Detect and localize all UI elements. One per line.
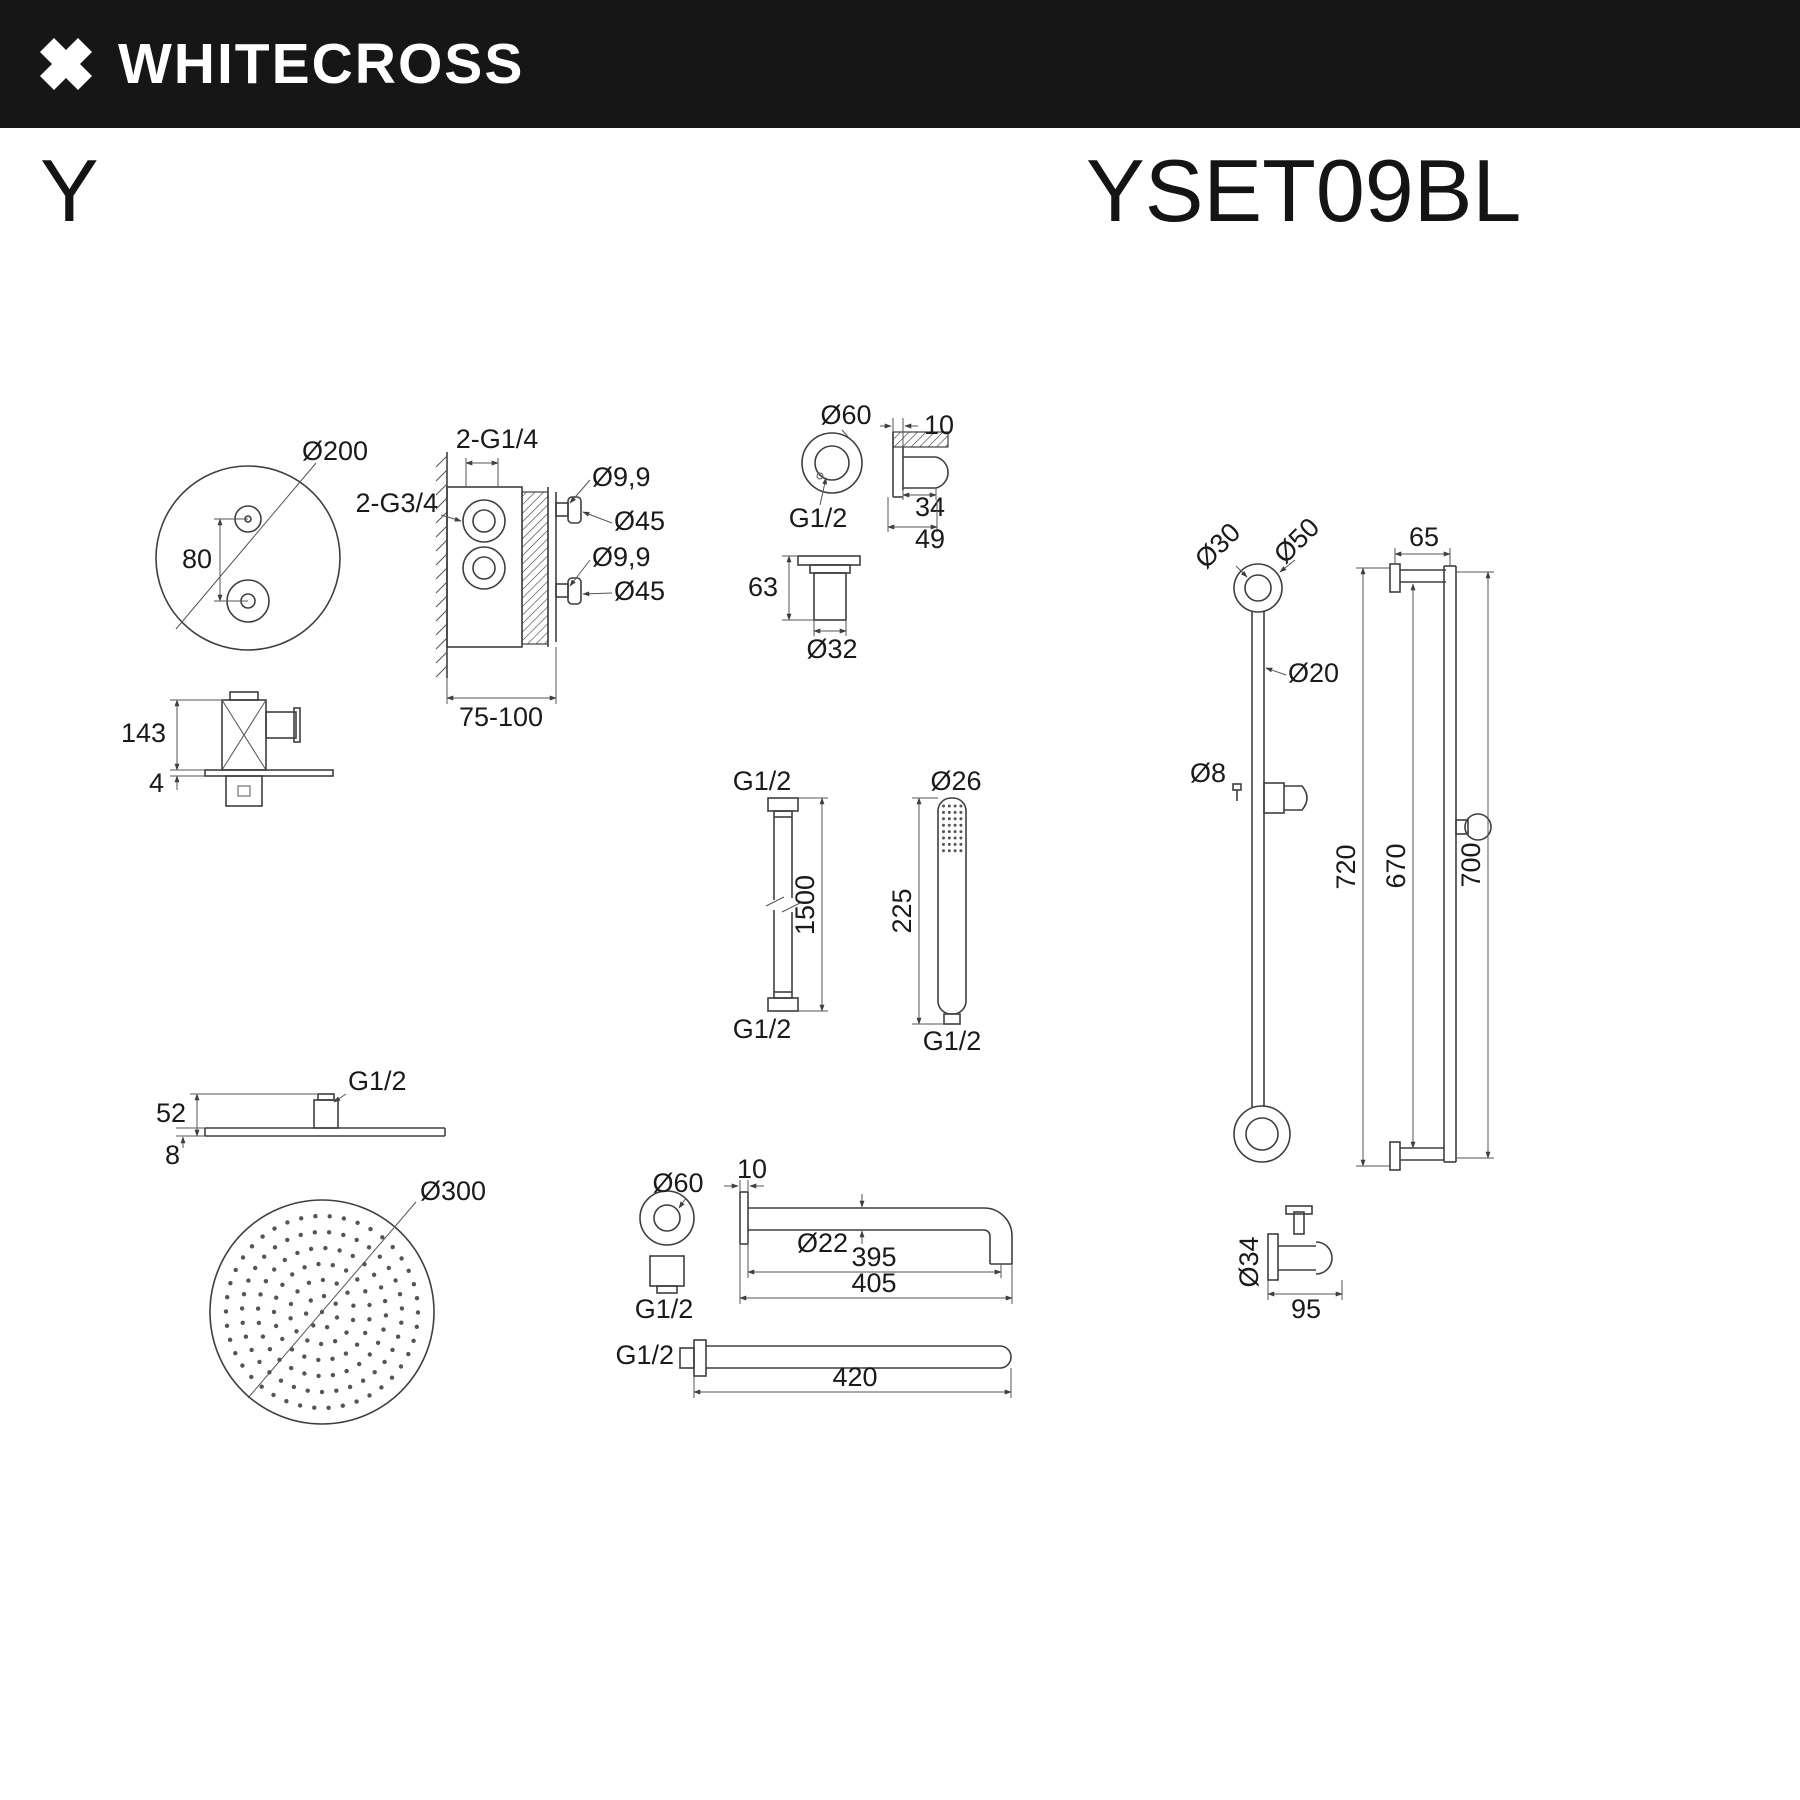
- drawing-hose: G1/2 G1/2 1500: [733, 766, 828, 1044]
- drawing-arm: Ø60 G1/2 10 Ø22 395: [635, 1154, 1013, 1324]
- handshower-spray-dots: [942, 804, 963, 853]
- drawing-outlet-elbow: Ø60 G1/2 10 34 49: [748, 400, 954, 664]
- dim-bar-front-d20: Ø20: [1288, 658, 1339, 688]
- drawing-slidebar-front: Ø30 Ø50 Ø20 Ø8: [1189, 512, 1339, 1163]
- dim-head-front-dia: Ø300: [420, 1176, 486, 1206]
- dim-valve-rough-top: 2-G1/4: [456, 424, 539, 454]
- dim-elbow-wall: 10: [924, 410, 954, 440]
- dim-elbow-pipe: Ø32: [806, 634, 857, 664]
- dim-valve-rough-left: 2-G3/4: [355, 488, 438, 518]
- dim-hand-thread: G1/2: [923, 1026, 982, 1056]
- dim-elbow-w49: 49: [915, 524, 945, 554]
- dim-hose-top: G1/2: [733, 766, 792, 796]
- dim-bar-side-h670: 670: [1381, 843, 1411, 888]
- brand-name: WHITECROSS: [118, 32, 525, 96]
- dim-valve-rough-depth: 75-100: [459, 702, 543, 732]
- dim-arm-pipe: Ø22: [797, 1228, 848, 1258]
- drawing-bracket: Ø34 95: [1234, 1205, 1343, 1324]
- dim-arm2-thread: G1/2: [615, 1340, 674, 1370]
- product-model: YSET09BL: [1086, 141, 1522, 240]
- dim-bar-side-h700: 700: [1456, 842, 1486, 887]
- dim-head-side-thread: G1/2: [348, 1066, 407, 1096]
- dim-arm-thread: G1/2: [635, 1294, 694, 1324]
- header-bar: WHITECROSS: [0, 0, 1800, 128]
- dim-bracket-w95: 95: [1291, 1294, 1321, 1324]
- drawing-head-front: Ø300: [209, 1176, 486, 1425]
- dim-arm-l395: 395: [851, 1242, 896, 1272]
- dim-bar-side-w65: 65: [1409, 522, 1439, 552]
- dim-bar-side-h720: 720: [1331, 844, 1361, 889]
- dim-elbow-h63: 63: [748, 572, 778, 602]
- drawing-valve-trim: 143 4: [121, 691, 334, 807]
- dim-valve-front-spacing: 80: [182, 544, 212, 574]
- dim-arm2-len: 420: [832, 1362, 877, 1392]
- dim-hand-len: 225: [887, 888, 917, 933]
- dim-valve-rough-stem2: Ø9,9: [592, 542, 651, 572]
- dim-bar-front-d8: Ø8: [1190, 758, 1226, 788]
- dim-valve-rough-stem1: Ø9,9: [592, 462, 651, 492]
- dim-elbow-dia: Ø60: [820, 400, 871, 430]
- dim-arm-l405: 405: [851, 1268, 896, 1298]
- drawing-slidebar-side: 65 720 670 700: [1331, 522, 1494, 1171]
- dim-hose-len: 1500: [790, 875, 820, 935]
- brand-logo-icon: [40, 38, 92, 90]
- drawing-head-side: G1/2 52 8: [156, 1066, 446, 1170]
- dim-valve-trim-plate: 4: [149, 768, 164, 798]
- drawing-arm-straight: G1/2 420: [615, 1339, 1012, 1398]
- dim-arm-wall: 10: [737, 1154, 767, 1184]
- dim-valve-front-dia: Ø200: [302, 436, 368, 466]
- drawing-valve-rough: 2-G1/4 2-G3/4 Ø9,9 Ø45 Ø9,9 Ø45 75-100: [355, 424, 665, 732]
- dim-elbow-w34: 34: [915, 492, 945, 522]
- dim-bar-front-d50: Ø50: [1268, 512, 1325, 569]
- dim-hose-bottom: G1/2: [733, 1014, 792, 1044]
- drawing-valve-front: Ø200 80: [155, 436, 368, 651]
- dim-valve-rough-esc1: Ø45: [614, 506, 665, 536]
- product-series: Y: [40, 141, 99, 240]
- dim-arm-dia: Ø60: [652, 1168, 703, 1198]
- dim-hand-dia: Ø26: [930, 766, 981, 796]
- dim-bar-front-d30: Ø30: [1189, 517, 1246, 574]
- dim-head-side-h52: 52: [156, 1098, 186, 1128]
- dim-elbow-thread: G1/2: [789, 503, 848, 533]
- dim-valve-rough-esc2: Ø45: [614, 576, 665, 606]
- dim-bracket-dia: Ø34: [1234, 1236, 1264, 1287]
- drawing-handshower: Ø26 G1/2 225: [887, 766, 982, 1056]
- dim-valve-trim-height: 143: [121, 718, 166, 748]
- dim-head-side-h8: 8: [165, 1140, 180, 1170]
